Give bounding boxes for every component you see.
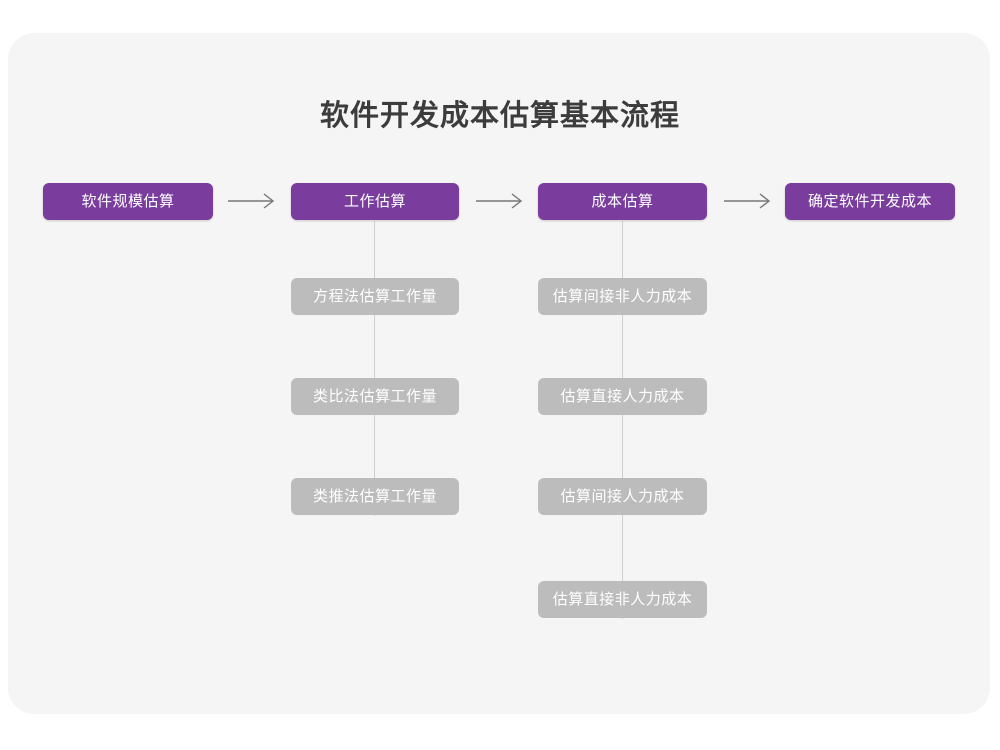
flow-node-software-scale-estimation[interactable]: 软件规模估算 <box>43 183 213 220</box>
arrow-3 <box>724 190 774 212</box>
branch-node-analogy-method-workload[interactable]: 类比法估算工作量 <box>291 378 459 415</box>
branch-node-inference-method-workload[interactable]: 类推法估算工作量 <box>291 478 459 515</box>
branch-node-direct-labor-cost[interactable]: 估算直接人力成本 <box>538 378 707 415</box>
flow-node-cost-estimation[interactable]: 成本估算 <box>538 183 707 220</box>
arrow-2 <box>476 190 526 212</box>
branch-node-indirect-nonlabor-cost[interactable]: 估算间接非人力成本 <box>538 278 707 315</box>
branch-node-indirect-labor-cost[interactable]: 估算间接人力成本 <box>538 478 707 515</box>
arrow-1 <box>228 190 278 212</box>
flow-node-determine-development-cost[interactable]: 确定软件开发成本 <box>785 183 955 220</box>
branch-node-direct-nonlabor-cost[interactable]: 估算直接非人力成本 <box>538 581 707 618</box>
diagram-card <box>8 33 990 714</box>
flow-node-work-estimation[interactable]: 工作估算 <box>291 183 459 220</box>
page-title: 软件开发成本估算基本流程 <box>319 100 680 132</box>
branch-node-equation-method-workload[interactable]: 方程法估算工作量 <box>291 278 459 315</box>
connector-line-branch-1 <box>374 221 375 516</box>
connector-line-branch-2 <box>622 221 623 619</box>
